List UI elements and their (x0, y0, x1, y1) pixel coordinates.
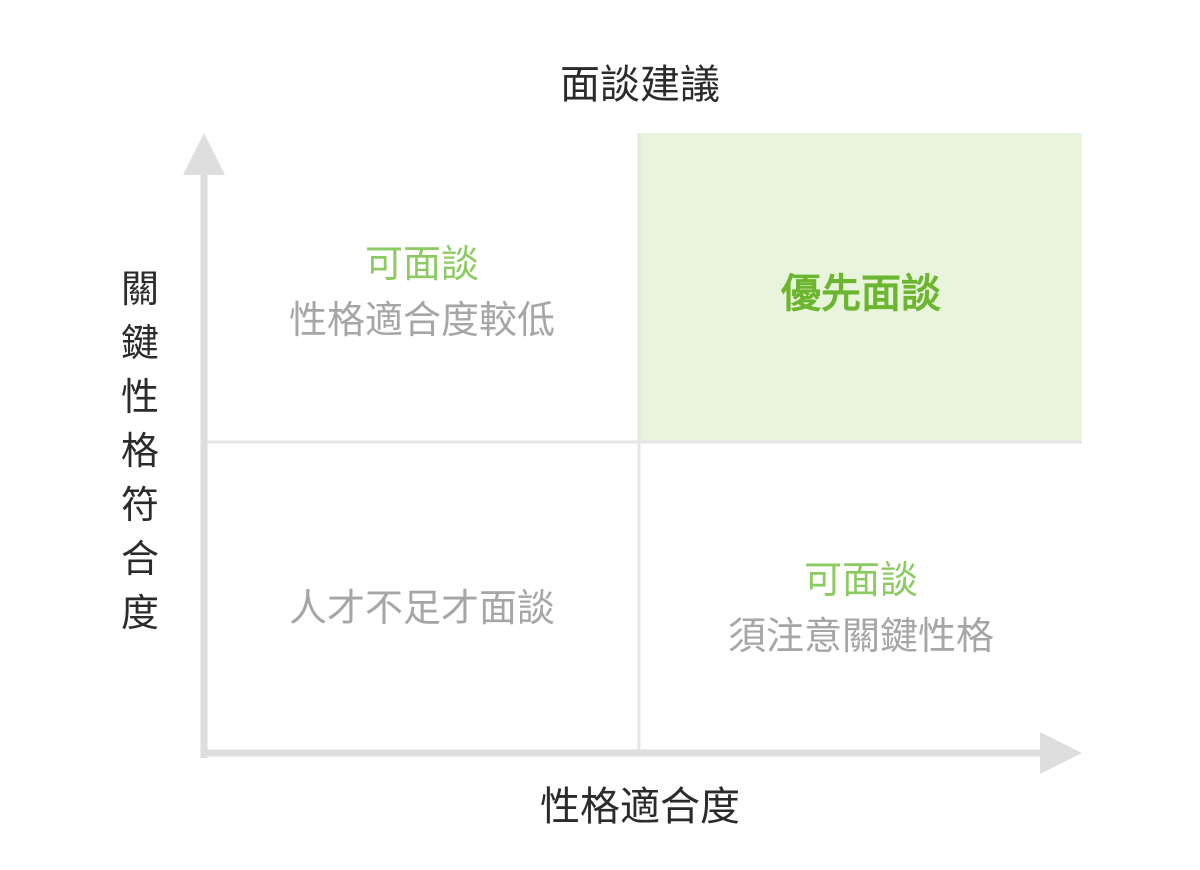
quadrant-sub: 人才不足才面談 (288, 586, 555, 630)
quadrant-sub: 性格適合度較低 (288, 298, 555, 342)
quadrant-label: 可面談 (364, 242, 479, 286)
quadrant-bottom-right: 可面談 須注意關鍵性格 (640, 552, 1082, 664)
quadrant-label: 可面談 (803, 558, 918, 602)
quadrant-label: 優先面談 (781, 271, 941, 317)
diagram-title: 面談建議 (560, 62, 720, 108)
y-axis-arrow-icon (183, 133, 225, 175)
quadrant-bottom-left: 人才不足才面談 (207, 580, 637, 636)
quadrant-sub: 須注意關鍵性格 (727, 614, 994, 658)
x-axis-arrow-icon (1040, 732, 1082, 774)
priority-quadrant-bg (640, 133, 1082, 441)
y-axis-label: 關鍵性格符合度 (120, 267, 159, 635)
quadrant-top-right: 優先面談 (640, 266, 1082, 322)
quadrant-top-left: 可面談 性格適合度較低 (207, 236, 637, 348)
x-axis-label: 性格適合度 (540, 784, 740, 830)
